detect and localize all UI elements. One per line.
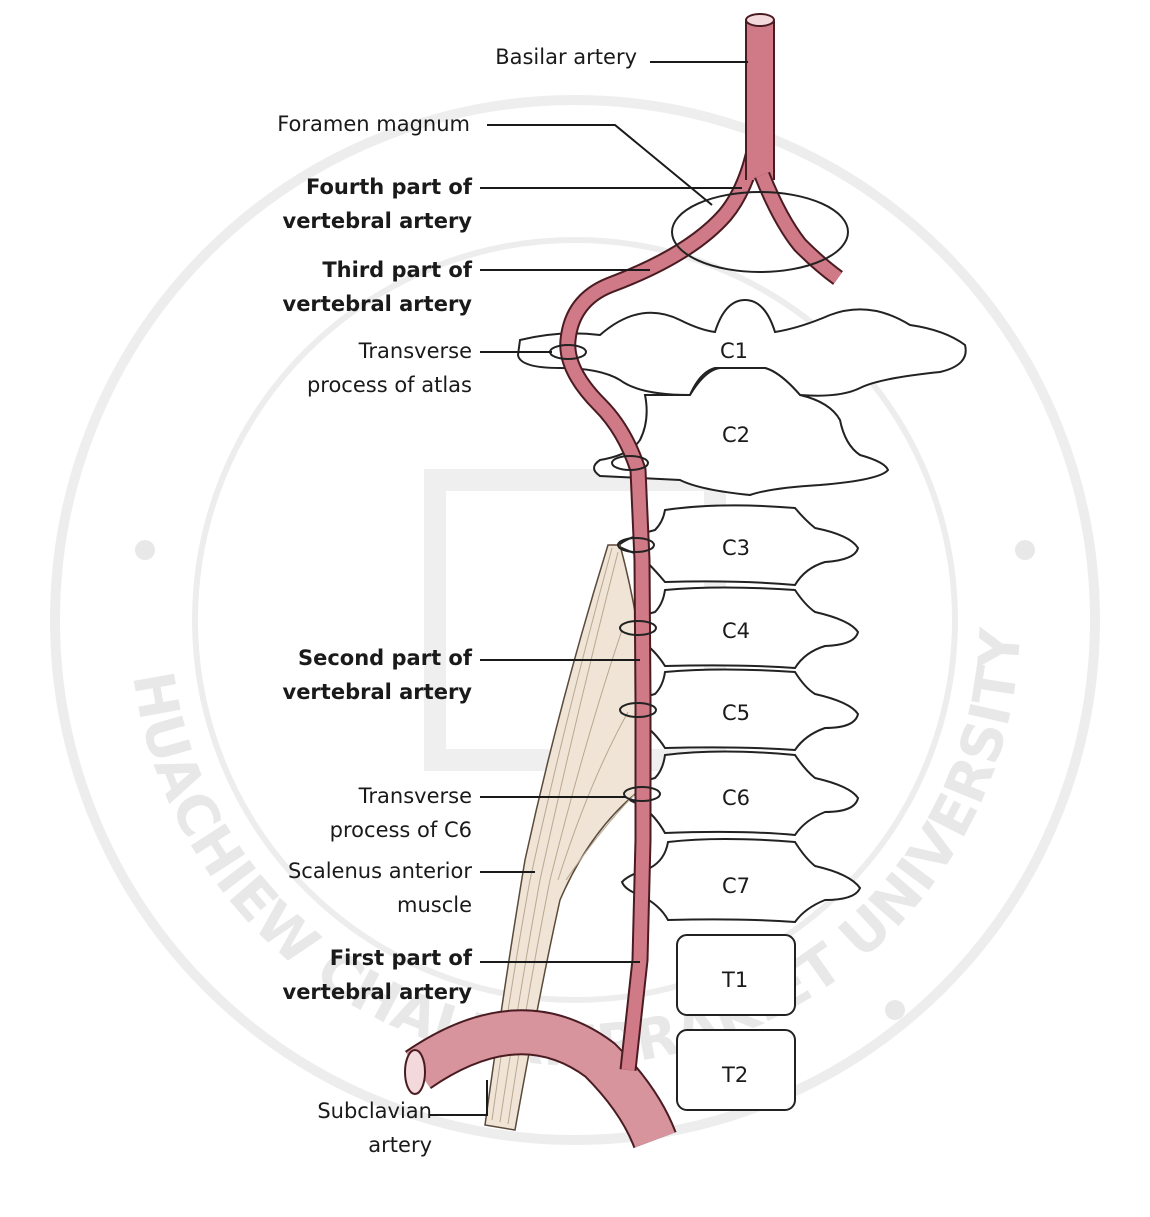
watermark-dot-right	[1015, 540, 1035, 560]
label-first-part-line1: First part of	[330, 946, 473, 970]
label-subclavian-line1: Subclavian	[317, 1099, 432, 1123]
label-subclavian-line2: artery	[368, 1133, 432, 1157]
label-t2: T2	[721, 1063, 748, 1087]
watermark-outer-ring	[55, 100, 1095, 1140]
label-fourth-part-line2: vertebral artery	[283, 209, 473, 233]
label-transverse-atlas-line2: process of atlas	[307, 373, 472, 397]
label-c6: C6	[722, 786, 750, 810]
label-c3: C3	[722, 536, 750, 560]
label-transverse-c6-line1: Transverse	[358, 784, 472, 808]
label-foramen-magnum: Foramen magnum	[277, 112, 470, 136]
watermark: HUACHIEW CHALERMPRAKIET UNIVERSITY	[55, 100, 1095, 1140]
label-third-part-line1: Third part of	[322, 258, 473, 282]
anatomy-labels: Basilar artery Foramen magnum Fourth par…	[277, 45, 637, 1157]
label-fourth-part-line1: Fourth part of	[306, 175, 473, 199]
label-second-part-line2: vertebral artery	[283, 680, 473, 704]
label-second-part-line1: Second part of	[298, 646, 473, 670]
label-basilar-artery: Basilar artery	[495, 45, 637, 69]
label-third-part-line2: vertebral artery	[283, 292, 473, 316]
label-c7: C7	[722, 874, 750, 898]
label-c5: C5	[722, 701, 750, 725]
label-c4: C4	[722, 619, 750, 643]
label-scalenus-line2: muscle	[397, 893, 472, 917]
leader-subclavian	[430, 1080, 487, 1115]
label-c2: C2	[722, 423, 750, 447]
basilar-cut-end	[746, 14, 774, 26]
subclavian-cut-end	[405, 1050, 425, 1094]
watermark-dot-left	[135, 540, 155, 560]
label-first-part-line2: vertebral artery	[283, 980, 473, 1004]
leader-foramen-magnum	[487, 125, 712, 205]
label-c1: C1	[720, 339, 748, 363]
label-t1: T1	[721, 968, 748, 992]
label-transverse-atlas-line1: Transverse	[358, 339, 472, 363]
label-transverse-c6-line2: process of C6	[330, 818, 472, 842]
label-scalenus-line1: Scalenus anterior	[288, 859, 472, 883]
watermark-dot-bottom	[885, 1000, 905, 1020]
